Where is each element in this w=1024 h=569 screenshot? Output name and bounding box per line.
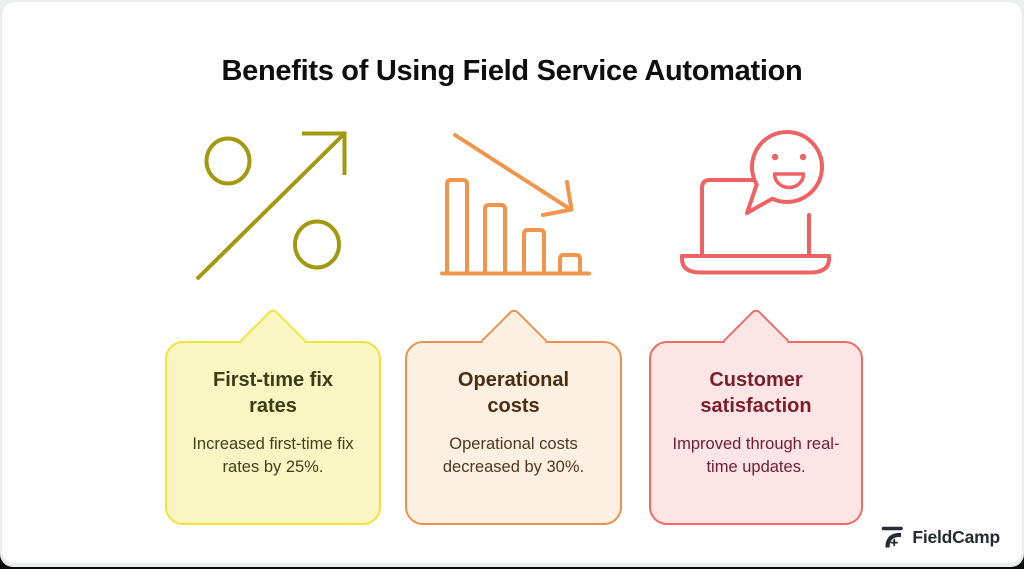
brand-logo: FieldCamp: [879, 524, 1000, 550]
benefit-description: Operational costs decreased by 30%.: [442, 434, 585, 476]
benefit-title: Operational costs: [457, 369, 570, 418]
benefit-card-customer-satisfaction: Customer satisfaction Improved through r…: [649, 307, 863, 525]
benefit-description: Improved through real-time updates.: [672, 434, 840, 476]
percentage-increase-icon: [195, 131, 347, 281]
benefit-title: First-time fix rates: [212, 369, 334, 418]
card-pointer: [480, 307, 547, 374]
benefit-title: Customer satisfaction: [700, 369, 812, 418]
page-title: Benefits of Using Field Service Automati…: [221, 55, 803, 88]
benefit-card-operational-costs: Operational costs Operational costs decr…: [405, 307, 622, 525]
fieldcamp-logo-icon: [882, 526, 904, 548]
declining-bar-chart-icon: [440, 133, 591, 276]
card-pointer: [239, 307, 307, 374]
benefit-card-first-time-fix: First-time fix rates Increased first-tim…: [165, 307, 381, 525]
benefit-description: Increased first-time fix rates by 25%.: [192, 434, 354, 476]
brand-name: FieldCamp: [912, 526, 1000, 547]
laptop-smiley-chat-icon: [680, 129, 831, 275]
card-pointer: [722, 307, 790, 374]
